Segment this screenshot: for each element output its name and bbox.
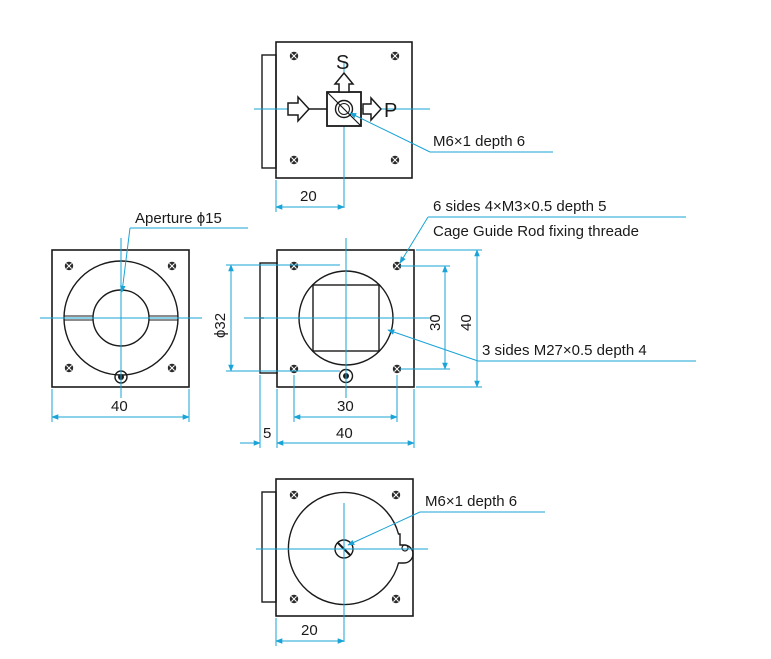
screw-icon [390,155,400,165]
dim-40-horizontal: 40 [336,425,353,442]
input-arrow-icon [287,95,311,123]
tap-hole-icon [334,99,354,119]
p-arrow-icon [362,96,383,122]
front-view: Aperture ϕ15 40 [40,210,248,422]
bore-leader [387,329,479,362]
screw-icon [64,261,74,271]
aperture-leader [120,227,131,293]
screw-icon [289,51,299,61]
top-view: S P M6×1 depth 6 20 [254,41,553,212]
side-taps-leader [399,216,429,264]
screw-icon [391,594,401,604]
dim-5: 5 [263,425,271,442]
screw-icon [167,363,177,373]
s-arrow-icon [333,71,355,93]
screw-icon [289,490,299,500]
dim-phi32: ϕ32 [212,313,229,338]
bore-callout: 3 sides M27×0.5 depth 4 [482,342,647,359]
screw-icon [392,364,402,374]
side-taps-line2: Cage Guide Rod fixing threade [433,223,639,240]
screw-icon [289,364,299,374]
dim-30-horizontal: 30 [337,398,354,415]
screw-icon [392,261,402,271]
bottom-view: M6×1 depth 6 20 [256,478,545,646]
bottom-dim-20: 20 [301,622,318,639]
dim-30-vertical: 30 [427,314,444,331]
screw-icon [289,155,299,165]
side-taps-line1: 6 sides 4×M3×0.5 depth 5 [433,198,606,215]
side-view: 6 sides 4×M3×0.5 depth 5 Cage Guide Rod … [212,198,696,448]
bottom-tap-leader [347,511,421,546]
top-view-side-flange [261,54,277,169]
screw-icon [167,261,177,271]
bottom-tap-callout: M6×1 depth 6 [425,493,517,510]
aperture-callout: Aperture ϕ15 [135,210,222,227]
screw-icon [64,363,74,373]
dim-40-vertical: 40 [458,314,475,331]
screw-icon [391,490,401,500]
front-dim-40: 40 [111,398,128,415]
s-label: S [336,52,349,74]
screw-icon [289,261,299,271]
bottom-view-flange [261,491,277,603]
top-tap-leader [349,112,431,153]
bottom-plate-outline [287,491,414,606]
screw-icon [390,51,400,61]
screw-icon [289,594,299,604]
p-label: P [384,100,397,122]
top-dim-20: 20 [300,188,317,205]
top-tap-callout: M6×1 depth 6 [433,133,525,150]
